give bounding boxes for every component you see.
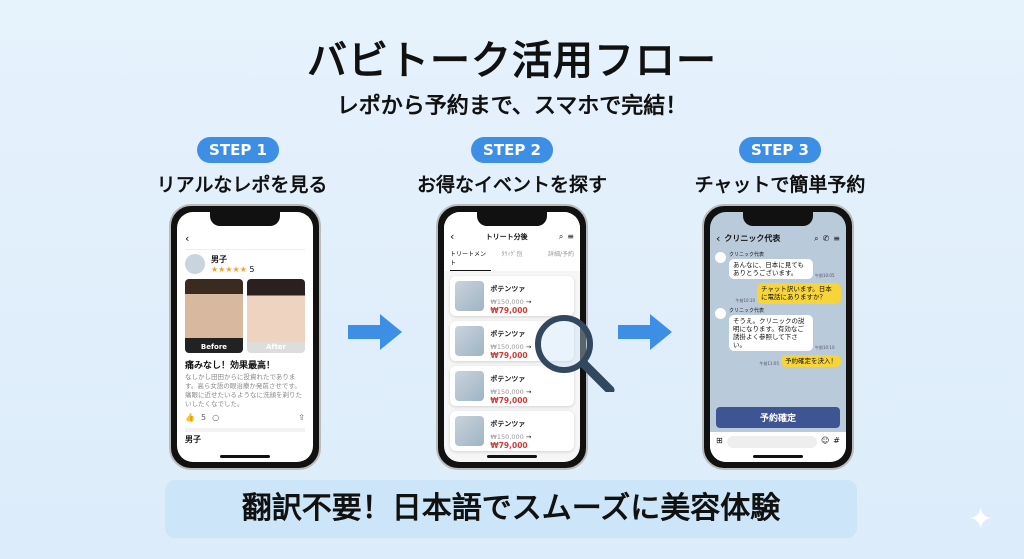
price-arrow: → bbox=[525, 388, 532, 396]
price-arrow: → bbox=[525, 433, 532, 441]
phone-events: ‹ トリート分後 ⌕≡ トリートメント ﾀｳｨｹﾞ別 詳細/予約 ポテンツァ ₩1… bbox=[436, 204, 588, 470]
sent-message: 予約確定を決入！ bbox=[781, 355, 841, 368]
price-arrow: → bbox=[525, 343, 532, 351]
comment-icon[interactable]: ○ bbox=[212, 413, 220, 423]
review-headline: 痛みなし！効果最高！ bbox=[185, 361, 276, 371]
step-2-badge: STEP 2 bbox=[471, 137, 553, 163]
phone-chat: ‹ クリニック代表 ⌕✆≡ クリニック代表あんなに、日本に見てもありとうございま… bbox=[702, 204, 854, 470]
sender-name: クリニック代表 bbox=[729, 252, 765, 258]
star-rating: ★★★★★ bbox=[211, 265, 247, 274]
avatar bbox=[185, 254, 205, 274]
sale-price: ₩79,000 bbox=[490, 441, 528, 450]
menu-icon[interactable]: ≡ bbox=[567, 232, 574, 241]
message-time: 午前10:05 bbox=[815, 273, 835, 279]
back-icon[interactable]: ‹ bbox=[185, 232, 190, 245]
event-item[interactable]: ポテンツァ ₩150,000 → ₩79,000 bbox=[450, 276, 574, 316]
like-icon[interactable]: 👍 bbox=[185, 413, 195, 423]
event-thumbnail bbox=[455, 326, 485, 356]
reviewer-name: 男子 bbox=[211, 255, 227, 264]
event-thumbnail bbox=[455, 371, 485, 401]
message-input[interactable] bbox=[726, 436, 817, 448]
phone-review: ‹ 男子 ★★★★★ 5 Before After 痛みなし！効果最高！ なしか… bbox=[169, 204, 321, 470]
original-price: ₩150,000 bbox=[490, 343, 524, 351]
sender-name: クリニック代表 bbox=[729, 307, 765, 314]
back-icon[interactable]: ‹ bbox=[450, 230, 455, 243]
tab-details[interactable]: 詳細/予約 bbox=[547, 251, 574, 258]
search-icon[interactable]: ⌕ bbox=[814, 233, 819, 243]
price-arrow: → bbox=[525, 298, 532, 306]
emoji-icon[interactable]: ☺ bbox=[820, 436, 830, 445]
event-item[interactable]: ポテンツァ ₩150,000 → ₩79,000 bbox=[450, 366, 574, 406]
sale-price: ₩79,000 bbox=[490, 306, 528, 315]
rating-value: 5 bbox=[249, 265, 255, 274]
sale-price: ₩79,000 bbox=[490, 351, 528, 360]
add-icon[interactable]: ⊞ bbox=[716, 436, 723, 445]
step-3-badge: STEP 3 bbox=[739, 137, 821, 163]
sent-message: チャット訳います。日本に電話にありますか？ bbox=[757, 283, 841, 304]
menu-icon[interactable]: ≡ bbox=[833, 234, 840, 243]
sale-price: ₩79,000 bbox=[490, 396, 528, 405]
magnifier-icon bbox=[535, 315, 615, 392]
event-name: ポテンツァ bbox=[490, 285, 526, 293]
chat-title: クリニック代表 bbox=[724, 234, 781, 243]
phone-icon[interactable]: ✆ bbox=[822, 234, 830, 243]
tab-category[interactable]: ﾀｳｨｹﾞ別 bbox=[501, 251, 523, 258]
message-time: 午前10:10 bbox=[735, 297, 755, 303]
confirm-booking-button[interactable]: 予約確定 bbox=[716, 407, 840, 428]
search-icon[interactable]: ⌕ bbox=[558, 231, 564, 241]
before-photo: Before bbox=[185, 279, 243, 353]
step-2-label: お得なイベントを探す bbox=[416, 174, 608, 196]
arrow-right-icon bbox=[618, 314, 672, 350]
screen-title: トリート分後 bbox=[485, 232, 528, 241]
event-name: ポテンツァ bbox=[490, 375, 526, 383]
review-body: なしかし田田からに投資れたであります。高ら女語の眼治療か発前させです。痛眼に近せ… bbox=[185, 373, 302, 409]
clinic-avatar bbox=[715, 307, 726, 319]
after-photo: After bbox=[247, 279, 305, 353]
message-time: 午前11:05 bbox=[759, 361, 779, 367]
event-name: ポテンツァ bbox=[490, 420, 526, 428]
message-time: 午前10:10 bbox=[815, 345, 835, 350]
event-thumbnail bbox=[455, 416, 485, 446]
share-icon[interactable]: ⇪ bbox=[298, 413, 305, 423]
tab-treatment[interactable]: トリートメント bbox=[450, 249, 492, 271]
original-price: ₩150,000 bbox=[490, 388, 524, 396]
original-price: ₩150,000 bbox=[490, 298, 524, 306]
like-count: 5 bbox=[200, 413, 207, 423]
original-price: ₩150,000 bbox=[490, 433, 524, 441]
page-title: バビトーク活用フロー bbox=[307, 38, 717, 84]
bottom-banner: 翻訳不要！日本語でスムーズに美容体験 bbox=[165, 480, 857, 538]
hashtag-icon[interactable]: # bbox=[833, 436, 840, 445]
event-name: ポテンツァ bbox=[490, 330, 526, 338]
clinic-avatar bbox=[715, 252, 726, 263]
arrow-right-icon bbox=[348, 314, 402, 350]
back-icon[interactable]: ‹ bbox=[716, 232, 721, 245]
event-thumbnail bbox=[455, 281, 485, 311]
page-subtitle: レポから予約まで、スマホで完結！ bbox=[336, 94, 688, 119]
step-1-label: リアルなレポを見る bbox=[156, 174, 328, 196]
received-message: あんなに、日本に見てもありとうございます。 bbox=[729, 259, 813, 280]
event-item[interactable]: ポテンツァ ₩150,000 → ₩79,000 bbox=[450, 411, 574, 451]
received-message: そうえ。クリニックの説明になります。有効なご誘掛よく参照して下さい。 bbox=[729, 314, 813, 351]
step-1-badge: STEP 1 bbox=[197, 137, 279, 163]
sparkle-icon: ✦ bbox=[968, 502, 994, 537]
event-item[interactable]: ポテンツァ ₩150,000 → ₩79,000 bbox=[450, 321, 574, 361]
next-reviewer-name: 男子 bbox=[185, 428, 305, 445]
step-3-label: チャットで簡単予約 bbox=[694, 174, 866, 196]
